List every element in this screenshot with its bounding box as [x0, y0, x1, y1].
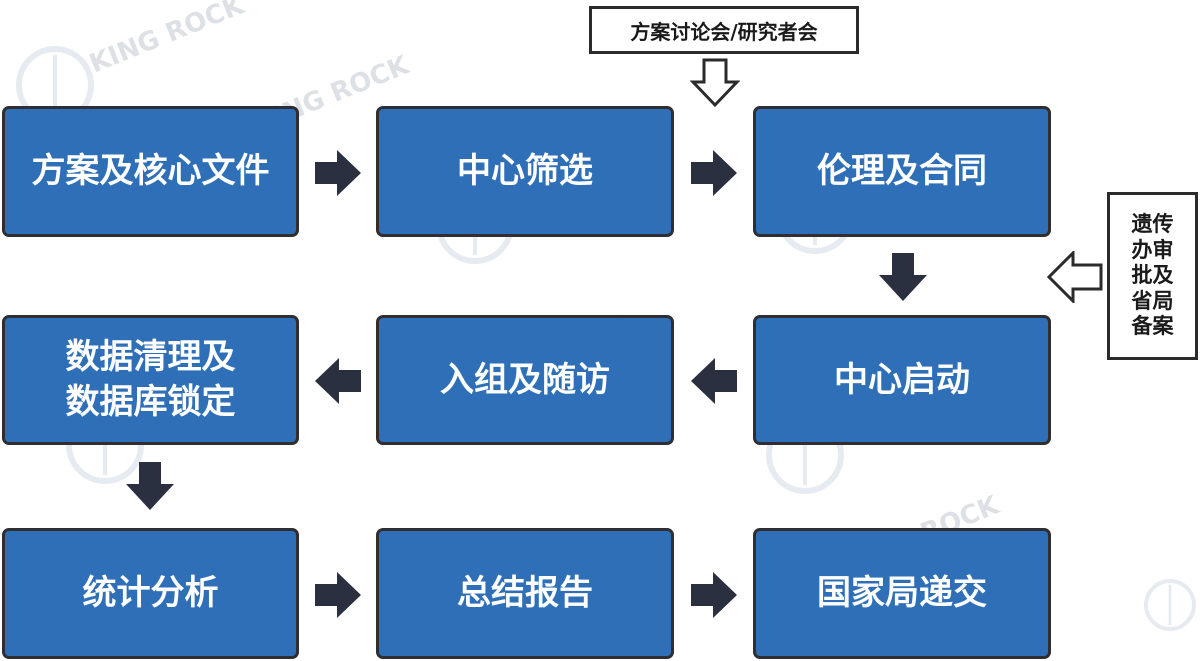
step-data-cleaning-lock: 数据清理及 数据库锁定 [2, 315, 299, 445]
step-ethics-contract: 伦理及合同 [753, 106, 1051, 237]
arrow-left-icon [315, 358, 361, 404]
step-nmpa-submission: 国家局递交 [753, 528, 1051, 659]
arrow-right-icon [691, 572, 737, 618]
hollow-arrow-left-icon [1047, 251, 1103, 303]
note-protocol-meeting: 方案讨论会/研究者会 [589, 6, 859, 54]
step-site-initiation: 中心启动 [753, 315, 1051, 445]
hollow-arrow-down-icon [690, 58, 740, 108]
arrow-right-icon [315, 572, 361, 618]
arrow-right-icon [315, 150, 361, 196]
watermark-text: KING ROCK [85, 0, 249, 80]
arrow-right-icon [691, 150, 737, 196]
arrow-down-icon [879, 253, 927, 301]
step-enrollment-followup: 入组及随访 [376, 315, 674, 445]
arrow-left-icon [691, 358, 737, 404]
arrow-down-icon [126, 462, 174, 510]
watermark-logo-icon [1144, 579, 1196, 631]
step-summary-report: 总结报告 [376, 528, 674, 659]
note-genetics-approval: 遗传 办审 批及 省局 备案 [1107, 192, 1198, 360]
step-protocol-documents: 方案及核心文件 [2, 106, 299, 237]
step-statistical-analysis: 统计分析 [2, 528, 299, 659]
step-site-screening: 中心筛选 [376, 106, 674, 237]
